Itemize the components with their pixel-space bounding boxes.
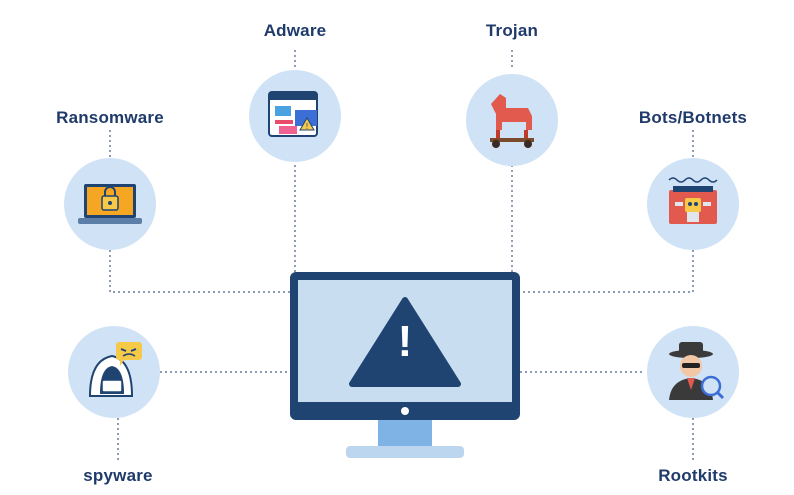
spyware-node: [68, 326, 160, 418]
monitor-neck: [378, 420, 432, 446]
warning-triangle: [349, 297, 461, 387]
warning-symbol: !: [397, 317, 413, 366]
adware-popup-icon: !: [268, 91, 318, 137]
monitor-stand: [346, 446, 464, 458]
spy-agent-icon: [669, 342, 725, 400]
trojan-horse-icon: [490, 94, 534, 148]
connector-bots: [520, 245, 694, 293]
rootkits-node: [647, 326, 739, 418]
spyware-label: spyware: [83, 466, 153, 485]
svg-text:!: !: [306, 122, 308, 131]
bots-label: Bots/Botnets: [638, 108, 748, 127]
trojan-node: [466, 74, 558, 166]
trojan-label: Trojan: [485, 21, 539, 40]
bots-node: [647, 158, 739, 250]
robot-icon: [668, 177, 718, 224]
adware-node: !: [249, 70, 341, 162]
ransomware-node: [64, 158, 156, 250]
rootkits-label: Rootkits: [658, 466, 728, 485]
connector-ransomware: [109, 245, 290, 293]
adware-label: Adware: [263, 21, 327, 40]
hooded-hacker-icon: [88, 342, 142, 397]
ransomware-label: Ransomware: [56, 108, 164, 127]
locked-laptop-icon: [78, 184, 142, 224]
power-button: [401, 407, 409, 415]
